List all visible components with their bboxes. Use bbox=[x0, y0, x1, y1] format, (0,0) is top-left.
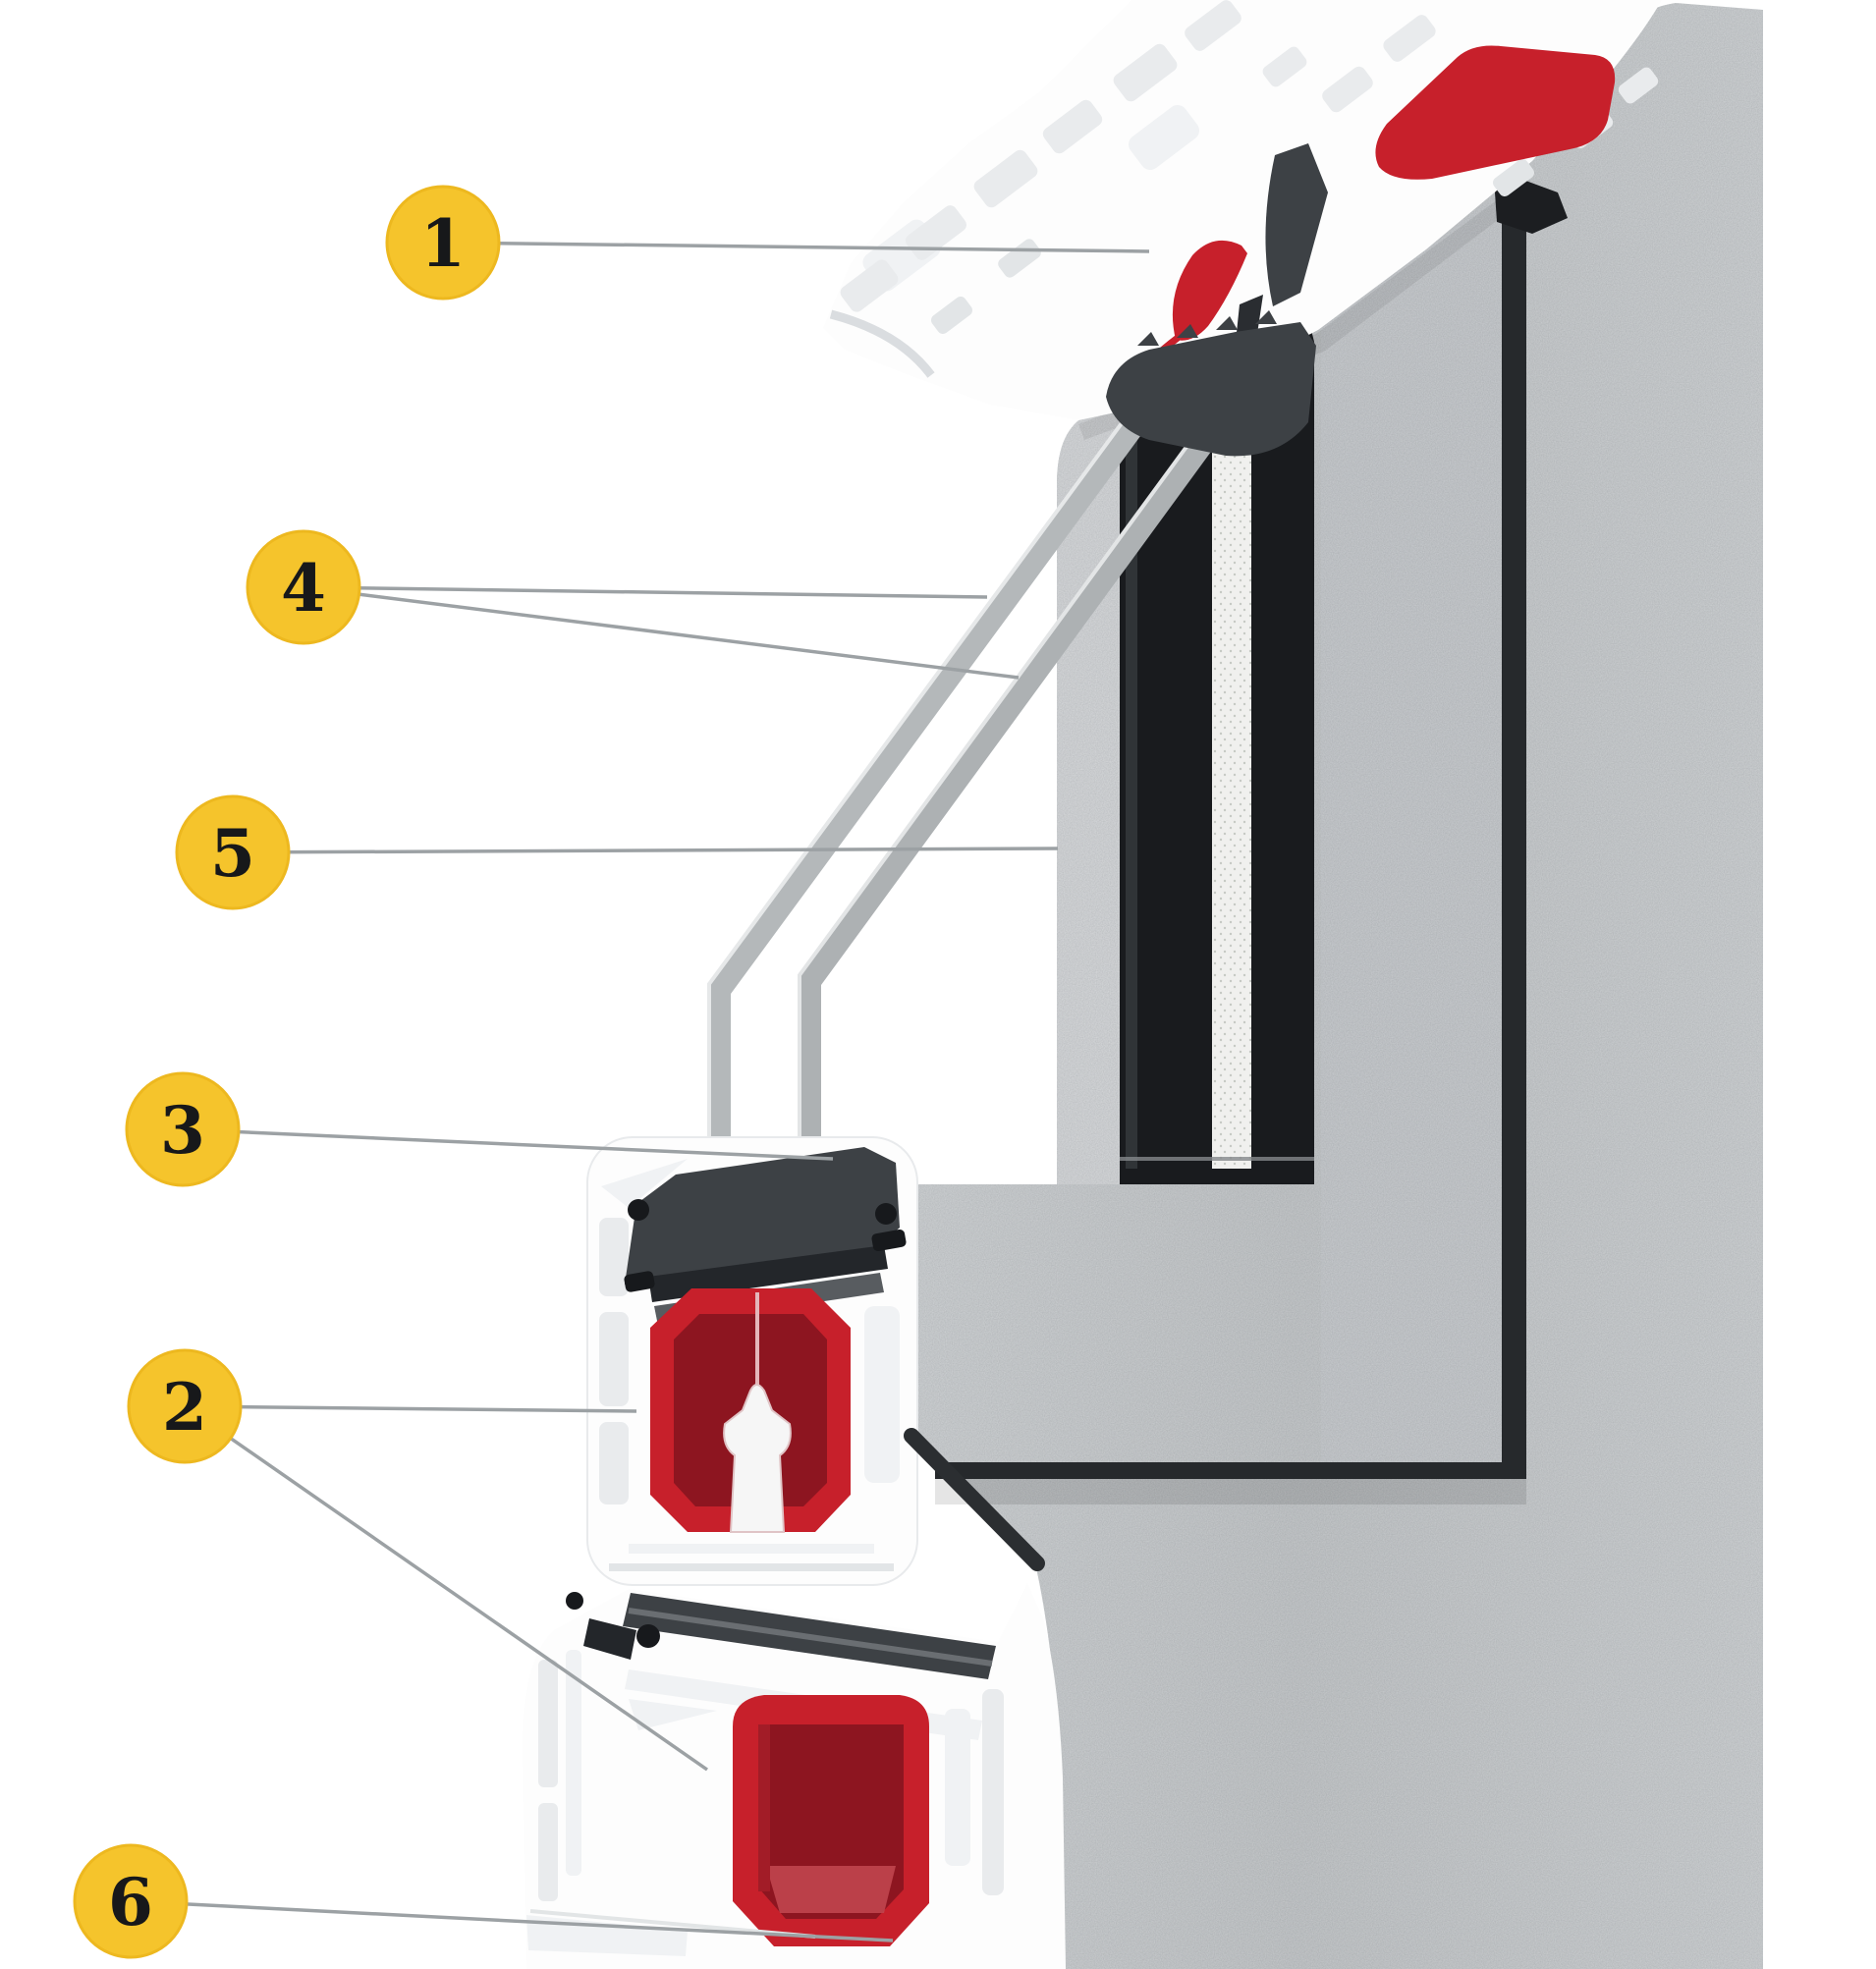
glazing-bead-highlight bbox=[1126, 363, 1137, 1169]
igu-spacer-band bbox=[1212, 412, 1251, 1169]
gasket-teeth bbox=[1137, 310, 1277, 346]
chamber-bottom-reflection bbox=[766, 1866, 896, 1913]
sash-face bbox=[1321, 173, 1526, 1462]
sash-cell-wedge bbox=[601, 1159, 688, 1208]
callout-number: 1 bbox=[420, 205, 466, 282]
leader-line bbox=[182, 1127, 834, 1161]
callout-3: 3 bbox=[125, 1071, 834, 1187]
leader-line bbox=[442, 241, 1150, 253]
frame-cell bbox=[538, 1803, 558, 1901]
callout-number: 4 bbox=[281, 550, 326, 627]
frame-cell bbox=[566, 1650, 581, 1876]
gap-top-gasket bbox=[1495, 178, 1568, 234]
sash-glazing-gasket bbox=[625, 1147, 900, 1285]
sash-frame-gap-horizontal bbox=[935, 1462, 1526, 1479]
callout-number: 3 bbox=[160, 1092, 205, 1169]
frame-sash-seal bbox=[1265, 143, 1328, 306]
sash-cell bbox=[599, 1218, 629, 1296]
callout-5: 5 bbox=[175, 794, 1059, 910]
sash-profile-cutaway bbox=[586, 1136, 918, 1586]
sash-cell bbox=[864, 1306, 900, 1483]
frame-screw bbox=[566, 1592, 583, 1610]
bottom-profile-cutaway bbox=[522, 1583, 1066, 1969]
callout-badge bbox=[73, 1843, 189, 1959]
sash-clip bbox=[871, 1229, 907, 1252]
callout-6: 6 bbox=[73, 1843, 894, 1959]
frame-steel-chamber bbox=[1375, 45, 1616, 180]
callout-badge bbox=[385, 185, 501, 301]
callout-4: 4 bbox=[246, 529, 1020, 680]
sash-screw-left bbox=[628, 1199, 649, 1221]
sash-gasket-bar bbox=[648, 1245, 888, 1302]
frame-rounded-edge bbox=[829, 309, 935, 378]
leader-line bbox=[232, 847, 1059, 854]
frame-cell bbox=[538, 1660, 558, 1787]
callout-1: 1 bbox=[385, 185, 1150, 301]
leader-line bbox=[184, 1404, 708, 1772]
leader-line bbox=[303, 585, 1020, 680]
callout-2: 2 bbox=[127, 1348, 708, 1772]
callout-badge bbox=[175, 794, 291, 910]
frame-cell bbox=[945, 1709, 970, 1866]
callout-number: 6 bbox=[108, 1864, 153, 1941]
glass-pane-2-highlight bbox=[798, 379, 1237, 1147]
sash-cell bbox=[599, 1312, 629, 1406]
seat-gasket-highlight bbox=[628, 1608, 993, 1667]
profile-cells bbox=[840, 0, 1659, 335]
callout-number: 5 bbox=[210, 815, 255, 892]
screw-boss bbox=[723, 1384, 792, 1533]
callout-badge bbox=[127, 1348, 243, 1464]
sash-frame-gap-vertical bbox=[1502, 157, 1526, 1471]
glass-panes bbox=[707, 379, 1253, 1147]
chamber-left-edge bbox=[758, 1724, 770, 1891]
glass-pane-1-highlight bbox=[707, 388, 1148, 1147]
leader-line bbox=[303, 585, 988, 599]
callout-badge bbox=[125, 1071, 241, 1187]
sash-steel-chamber-top bbox=[1172, 240, 1247, 341]
frame-screw bbox=[636, 1624, 660, 1648]
leader-line bbox=[184, 1404, 637, 1413]
callout-badge bbox=[246, 529, 361, 645]
sash-base-line bbox=[629, 1544, 874, 1554]
callout-number: 2 bbox=[162, 1369, 207, 1446]
sash-frame-groove bbox=[904, 1428, 1045, 1571]
glazing-recess bbox=[1120, 310, 1314, 1184]
gap-soft-shadow bbox=[935, 1479, 1526, 1504]
callouts: 1 4 5 3 2 6 bbox=[73, 185, 1150, 1959]
sash-edge-line bbox=[1120, 1157, 1314, 1161]
top-glazing-gasket bbox=[1106, 322, 1316, 457]
leader-line bbox=[130, 1899, 894, 1942]
seat-gasket-dark bbox=[583, 1618, 636, 1660]
sash-cell bbox=[599, 1422, 629, 1504]
frame-cell-wedge bbox=[629, 1699, 717, 1730]
top-profile-cutaway bbox=[823, 0, 1662, 457]
sash-clip bbox=[624, 1271, 655, 1292]
frame-cell bbox=[982, 1689, 1004, 1895]
frame-foot-line bbox=[529, 1909, 816, 1939]
sash-screw-right bbox=[875, 1203, 897, 1225]
sash-base-line bbox=[609, 1563, 894, 1571]
